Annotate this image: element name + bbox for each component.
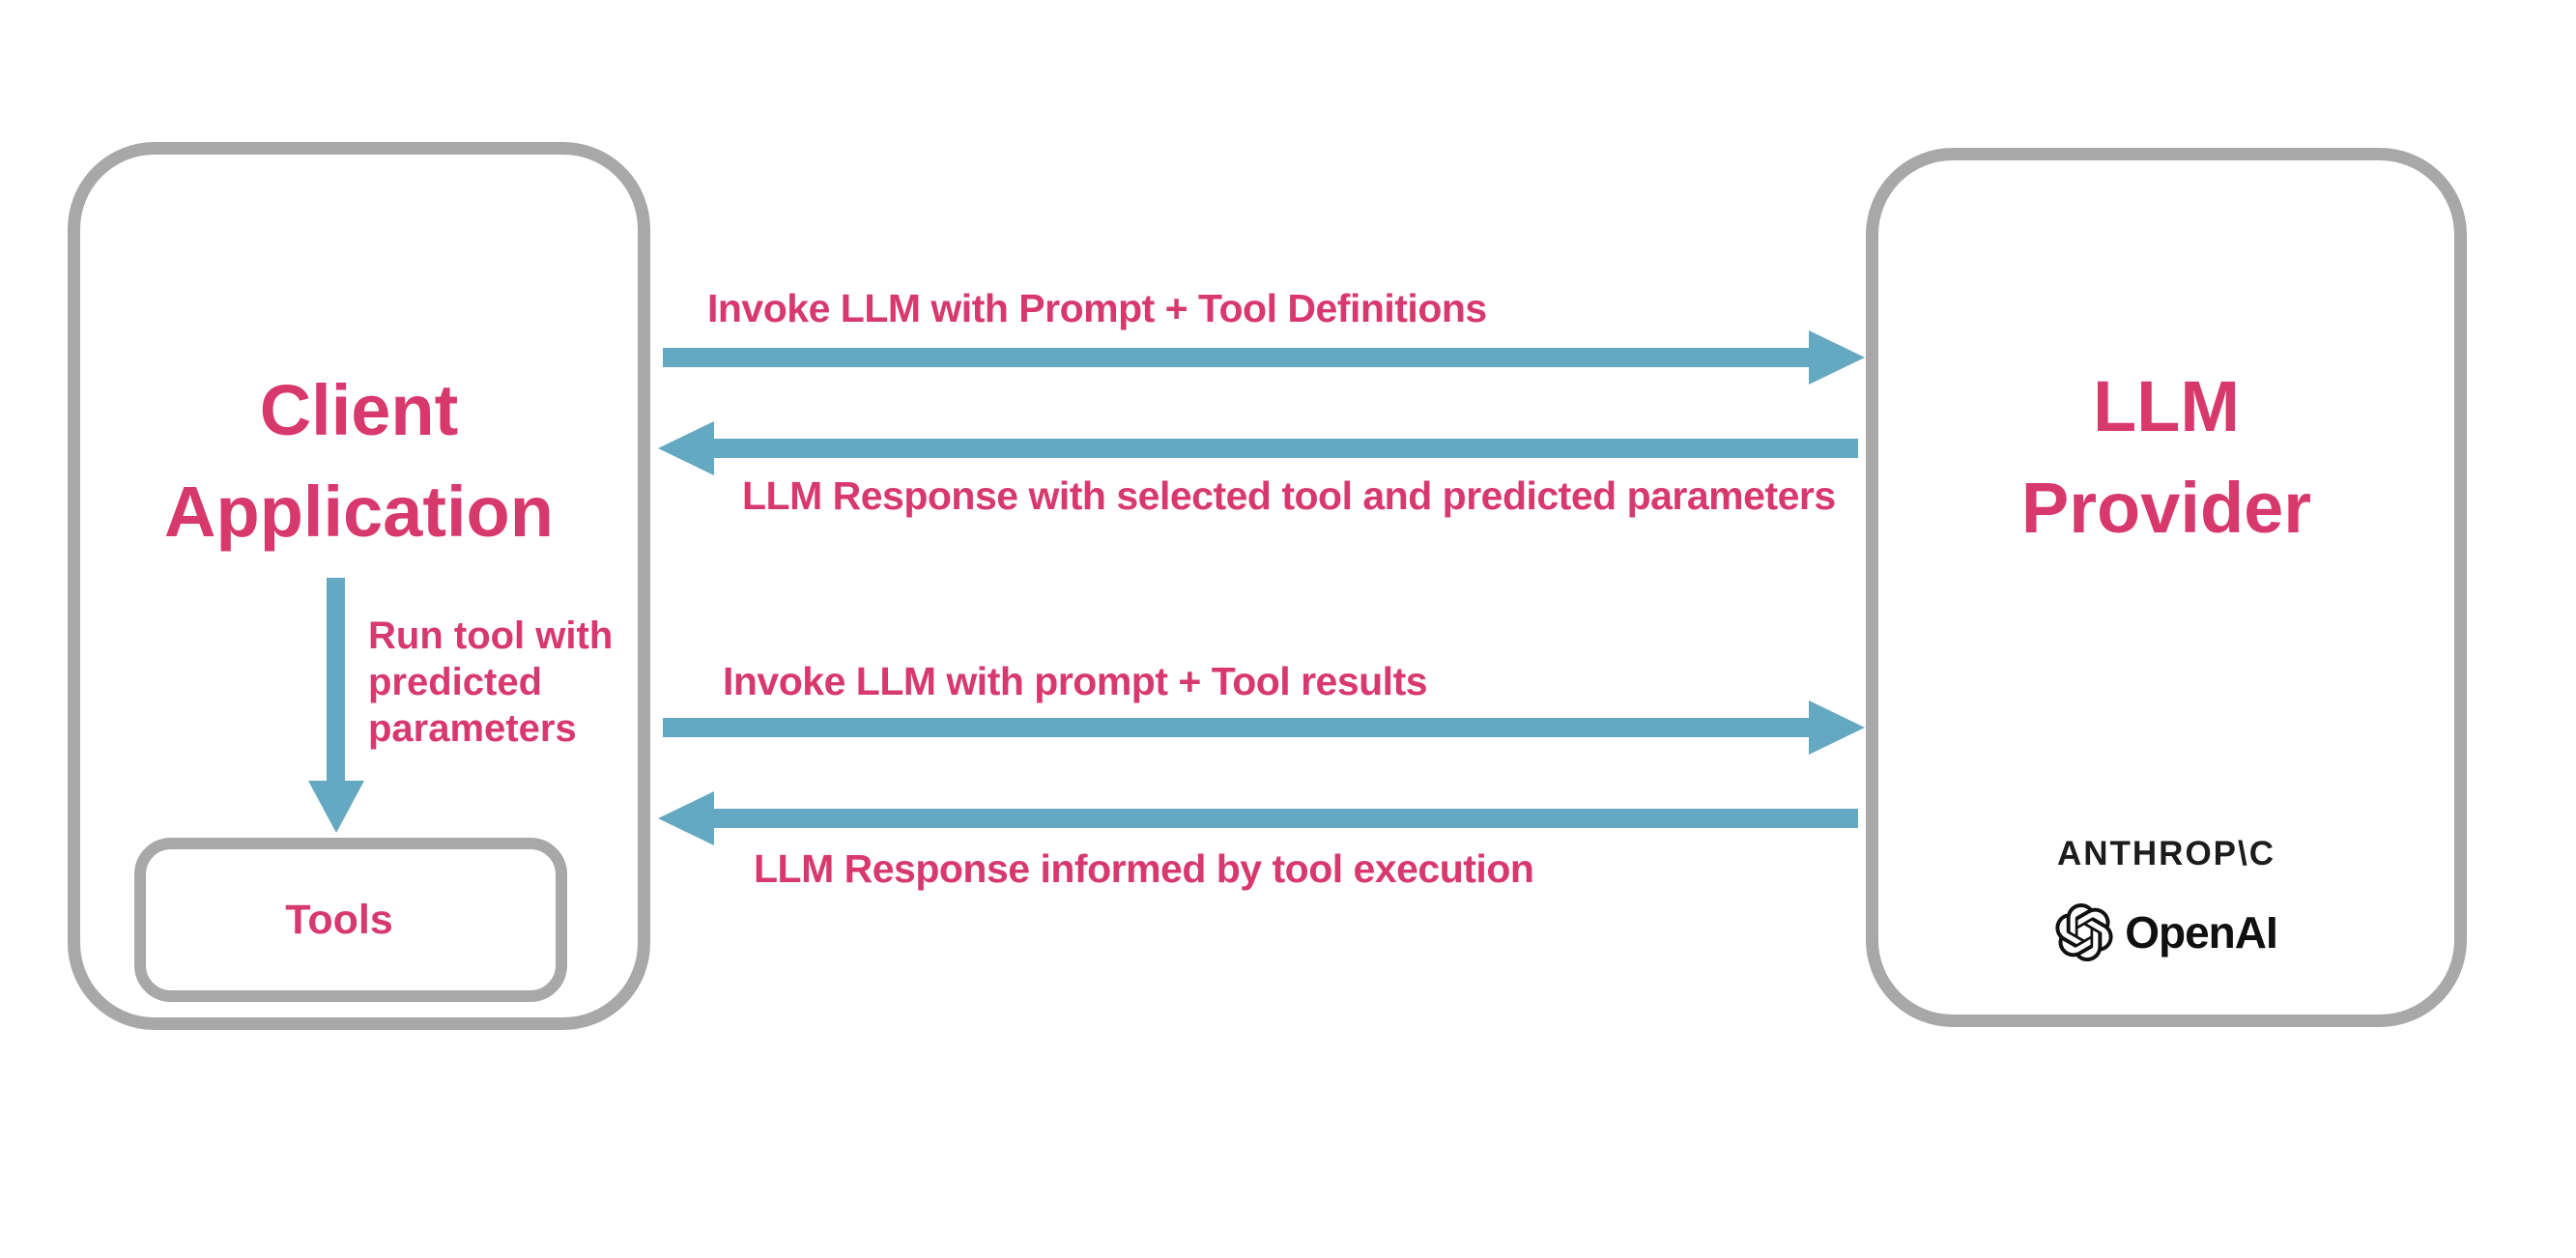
client-title-line-1: Client: [259, 370, 459, 450]
flow-2-arrow-left-icon: [658, 421, 714, 475]
flow-3-label: Invoke LLM with prompt + Tool results: [723, 659, 1428, 703]
llm-provider-title: LLM Provider: [1866, 356, 2467, 558]
openai-wordmark: OpenAI: [2125, 907, 2278, 958]
flow-1-label: Invoke LLM with Prompt + Tool Definition…: [707, 286, 1487, 330]
client-application-box: [68, 142, 650, 1030]
openai-blossom-icon: [2055, 903, 2113, 962]
run-tool-label: Run tool with predicted parameters: [368, 615, 614, 750]
flow-1-arrow-right-icon: [1809, 330, 1865, 385]
provider-title-line-2: Provider: [2020, 468, 2312, 548]
llm-provider-box: [1866, 148, 2467, 1027]
openai-logo: OpenAI: [1866, 902, 2467, 962]
provider-title-line-1: LLM: [2092, 366, 2241, 446]
run-tool-arrow-down-icon: [308, 781, 364, 833]
flow-4-arrow-shaft: [714, 809, 1858, 828]
anthropic-wordmark: ANTHROP\C: [2056, 835, 2276, 872]
flow-2-label: LLM Response with selected tool and pred…: [742, 473, 1836, 518]
tools-box: Tools: [134, 838, 567, 1002]
flow-1-arrow-shaft: [663, 348, 1809, 367]
flow-2-arrow-shaft: [714, 439, 1858, 458]
flow-3-arrow-shaft: [663, 718, 1809, 737]
client-application-title: Client Application: [68, 359, 650, 562]
tools-label: Tools: [285, 896, 393, 943]
flow-4-label: LLM Response informed by tool execution: [754, 846, 1534, 891]
flow-4-arrow-left-icon: [658, 791, 714, 845]
run-tool-arrow-shaft: [327, 578, 345, 783]
flow-3-arrow-right-icon: [1809, 700, 1865, 755]
client-title-line-2: Application: [164, 472, 554, 552]
